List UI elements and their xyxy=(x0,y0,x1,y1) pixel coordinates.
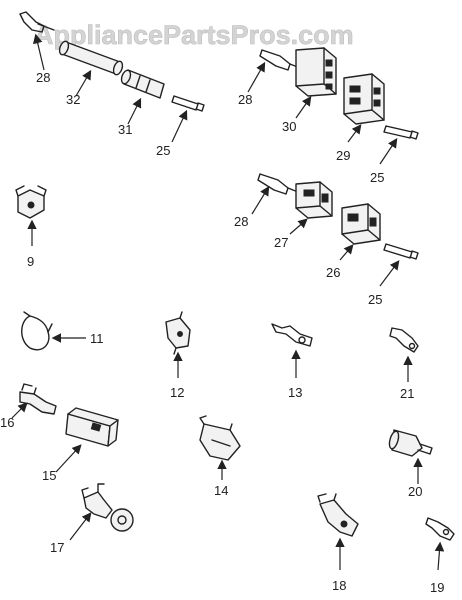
label-31: 31 xyxy=(118,122,132,137)
label-9: 9 xyxy=(27,254,34,269)
watermark-text: AppliancePartsPros.com xyxy=(34,20,354,50)
label-28-right-2: 28 xyxy=(234,214,248,229)
part-16-terminal[interactable] xyxy=(19,383,57,415)
label-19: 19 xyxy=(430,580,444,595)
label-15: 15 xyxy=(42,468,56,483)
label-11: 11 xyxy=(90,331,104,346)
part-15-insulator-boot[interactable] xyxy=(65,407,119,447)
part-30-connector-housing[interactable] xyxy=(295,47,337,97)
part-18-terminal[interactable] xyxy=(317,493,359,537)
label-20: 20 xyxy=(408,484,422,499)
part-9-clip[interactable] xyxy=(15,185,47,219)
label-30: 30 xyxy=(282,119,296,134)
label-28-top-left: 28 xyxy=(36,70,50,85)
label-29: 29 xyxy=(336,148,350,163)
label-25-right-2: 25 xyxy=(368,292,382,307)
part-25-pin-right-1[interactable] xyxy=(383,125,419,140)
part-26-connector[interactable] xyxy=(341,203,381,245)
part-19-terminal[interactable] xyxy=(425,517,455,541)
label-25-top-left: 25 xyxy=(156,143,170,158)
label-12: 12 xyxy=(170,385,184,400)
label-32: 32 xyxy=(66,92,80,107)
label-17: 17 xyxy=(50,540,64,555)
part-32-sleeve[interactable] xyxy=(58,40,124,76)
part-29-connector-housing[interactable] xyxy=(343,73,385,125)
part-12-elbow-terminal[interactable] xyxy=(165,311,191,355)
label-26: 26 xyxy=(326,265,340,280)
part-27-connector[interactable] xyxy=(295,181,333,219)
label-18: 18 xyxy=(332,578,346,593)
label-25-right-1: 25 xyxy=(370,170,384,185)
part-28-terminal-right-1[interactable] xyxy=(259,49,301,71)
part-14-female-terminal[interactable] xyxy=(199,415,241,461)
part-28-terminal-right-2[interactable] xyxy=(257,173,299,195)
part-13-terminal[interactable] xyxy=(271,323,313,347)
label-14: 14 xyxy=(214,483,228,498)
label-21: 21 xyxy=(400,386,414,401)
part-25-pin-top-left[interactable] xyxy=(171,95,205,112)
part-17-ring-terminal[interactable] xyxy=(81,483,134,532)
part-31-insulator[interactable] xyxy=(120,69,165,99)
label-28-right-1: 28 xyxy=(238,92,252,107)
part-11-wire-clamp[interactable] xyxy=(21,311,53,351)
part-20-insulated-terminal[interactable] xyxy=(388,429,433,457)
part-21-terminal[interactable] xyxy=(389,327,419,353)
part-25-pin-right-2[interactable] xyxy=(383,243,419,260)
part-28-terminal-top[interactable] xyxy=(19,11,55,33)
label-13: 13 xyxy=(288,385,302,400)
label-16: 16 xyxy=(0,415,14,430)
label-27: 27 xyxy=(274,235,288,250)
